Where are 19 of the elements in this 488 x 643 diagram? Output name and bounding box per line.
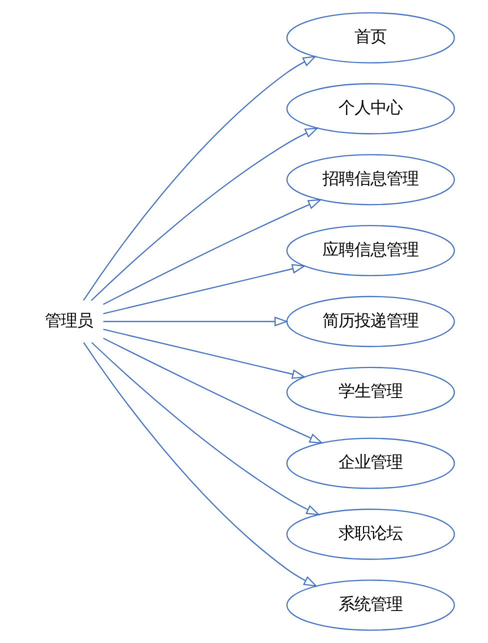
node-ellipse: 求职论坛 (286, 508, 454, 560)
arrow (102, 316, 288, 326)
arrow (102, 199, 322, 305)
node-ellipse: 首页 (286, 12, 454, 64)
arrow (90, 127, 318, 301)
arrow (102, 328, 306, 379)
arrow (82, 342, 318, 587)
node-ellipse: 个人中心 (286, 83, 454, 134)
node-ellipse: 系统管理 (286, 580, 454, 631)
arrow (90, 342, 320, 516)
node-ellipse: 简历投递管理 (286, 296, 454, 348)
arrow (102, 264, 306, 314)
node-ellipse: 学生管理 (286, 366, 454, 418)
node-text: 管理员 (44, 310, 92, 330)
arrow (82, 56, 316, 301)
node-ellipse: 企业管理 (286, 438, 454, 489)
node-ellipse: 应聘信息管理 (286, 225, 454, 276)
arrow (102, 338, 323, 444)
node-ellipse: 招聘信息管理 (286, 154, 454, 206)
